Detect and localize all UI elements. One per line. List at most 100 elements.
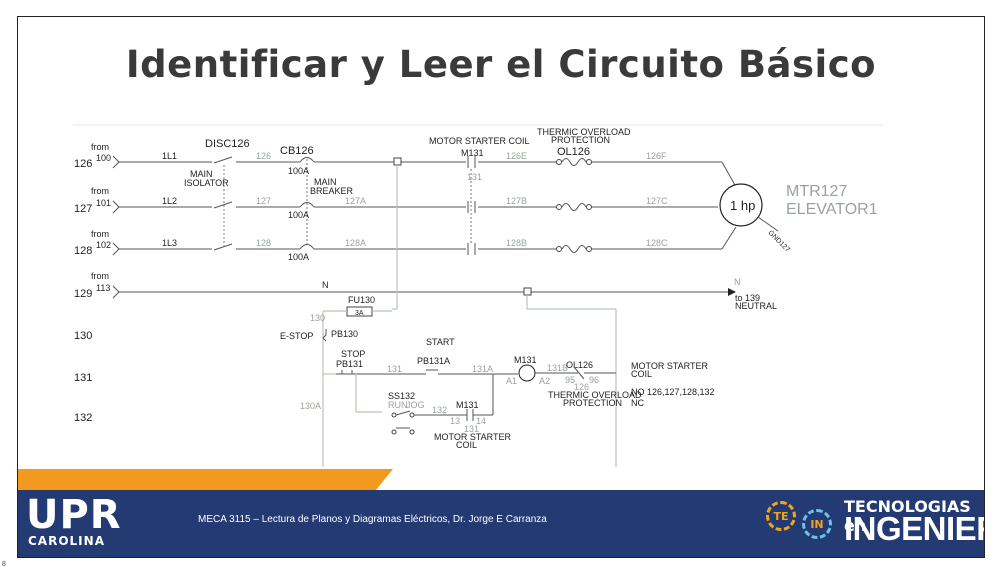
holding-terminal: 14 [476,416,486,426]
wire-number: 130A [300,401,321,411]
wire-number: 128B [506,238,527,248]
motor-ground: GND127 [767,229,791,253]
main-breaker-label: BREAKER [310,186,354,196]
disconnect-tag: DISC126 [205,138,250,150]
contactor-tag: M131 [461,148,484,158]
overload-contact-tag: OL126 [566,360,593,370]
estop-contact [322,329,327,342]
page-number: 8 [2,561,6,568]
line-number: 131 [74,372,92,384]
wire-number: 132 [432,405,447,415]
overload-ref: 126 [574,382,589,392]
ladder-diagram: .t { font-family:"Liberation Sans", sans… [73,124,883,467]
line-number: 129 [74,288,92,300]
overload-terminal: 96 [589,375,599,385]
overload-terminal: 95 [565,375,575,385]
holding-terminal: 13 [450,416,460,426]
selector-tag: SS132 [388,391,415,401]
motor-tag: ELEVATOR1 [786,201,878,218]
neutral-dest: to 139 [735,293,760,303]
selector-switch [391,410,415,435]
from-label: from [91,229,109,239]
line-number: 127 [74,203,92,215]
stop-pushbutton [336,370,358,375]
course-info: MECA 3115 – Lectura de Planos y Diagrama… [198,514,547,525]
phase-label: 1L3 [162,238,177,248]
upr-logo-sub: CAROLINA [28,534,105,548]
wire-number: 128C [646,238,668,248]
thermal-overload-label: THERMIC OVERLOAD [548,390,642,400]
slide: Identificar y Leer el Circuito Básico .t… [17,16,985,558]
coil-contacts: NO 126,127,128,132 [631,387,715,397]
wire-number: 131B [547,363,568,373]
motor-starter-coil-label: MOTOR STARTER COIL [429,136,530,146]
wire-number: 126 [256,151,271,161]
wire-number: 130 [310,313,325,323]
motor-starter-coil-label: MOTOR STARTER [434,432,512,442]
source-wire: 102 [96,240,111,250]
phase-label: 1L2 [162,196,177,206]
wire-number: 127A [345,196,366,206]
brand-line-1: TECNOLOGIAS en [844,497,971,535]
gear-icon: TE [766,501,796,531]
accent-stripe [18,469,393,490]
wire-number: 131A [472,364,493,374]
thermal-overload-label: PROTECTION [563,398,622,408]
coil-terminal: A1 [506,376,517,386]
power-lines [118,161,737,293]
stop-label: STOP [341,349,365,359]
holding-contact-tag: M131 [456,400,479,410]
neutral-label: N [734,277,741,287]
fuse-rating: 3A [355,310,364,317]
source-wire: 100 [96,153,111,163]
circuit-breaker [299,157,315,250]
from-label: from [91,271,109,281]
estop-tag: PB130 [331,329,358,339]
contactor-contacts [467,156,476,255]
overload-contact [573,366,585,380]
from-label: from [91,186,109,196]
main-isolator-label: ISOLATOR [184,178,229,188]
gear-icon: IN [802,509,832,539]
breaker-tag: CB126 [280,145,314,157]
coil-label: COIL [631,369,652,379]
breaker-rating: 100A [288,166,309,176]
start-label: START [426,337,455,347]
selector-position: JOG [406,400,425,410]
stop-pb: PB131 [336,359,363,369]
estop-label: E-STOP [280,331,313,341]
start-pushbutton [418,369,446,375]
source-arrows [112,155,736,299]
motor-tag: MTR127 [786,183,847,200]
start-pb: PB131A [417,356,450,366]
brand-line-2: INGENIERIA [844,510,984,547]
phase-label: 1L1 [162,151,177,161]
upr-logo: UPR [26,492,122,538]
terminal-box [393,157,402,166]
coil-terminal: A2 [539,376,550,386]
breaker-rating: 100A [288,210,309,220]
disconnect-switch [212,156,236,255]
thermal-overload-label: PROTECTION [551,135,610,145]
coil-tag: M131 [514,355,537,365]
line-number: 128 [74,245,92,257]
coil-circle-icon [518,364,536,382]
motor-circle-icon [719,183,763,227]
from-label: from [91,142,109,152]
wire-number: 126F [646,151,667,161]
wire-number: 126E [506,151,527,161]
motor-starter-coil-label: COIL [456,440,477,450]
phase-label: N [322,280,329,290]
main-isolator-label: MAIN [190,169,213,179]
thermal-overload-label: THERMIC OVERLOAD [537,127,631,137]
main-breaker-label: MAIN [314,177,337,187]
source-wire: 113 [96,283,110,293]
wire-number: 127 [256,196,271,206]
breaker-rating: 100A [288,252,309,262]
selector-position: RUN [388,400,408,410]
fuse-tag: FU130 [348,295,375,305]
coil-contacts: NC [631,398,644,408]
slide-title: Identificar y Leer el Circuito Básico [125,43,877,86]
holding-contact [458,374,494,421]
contactor-ref: 131 [467,172,482,182]
